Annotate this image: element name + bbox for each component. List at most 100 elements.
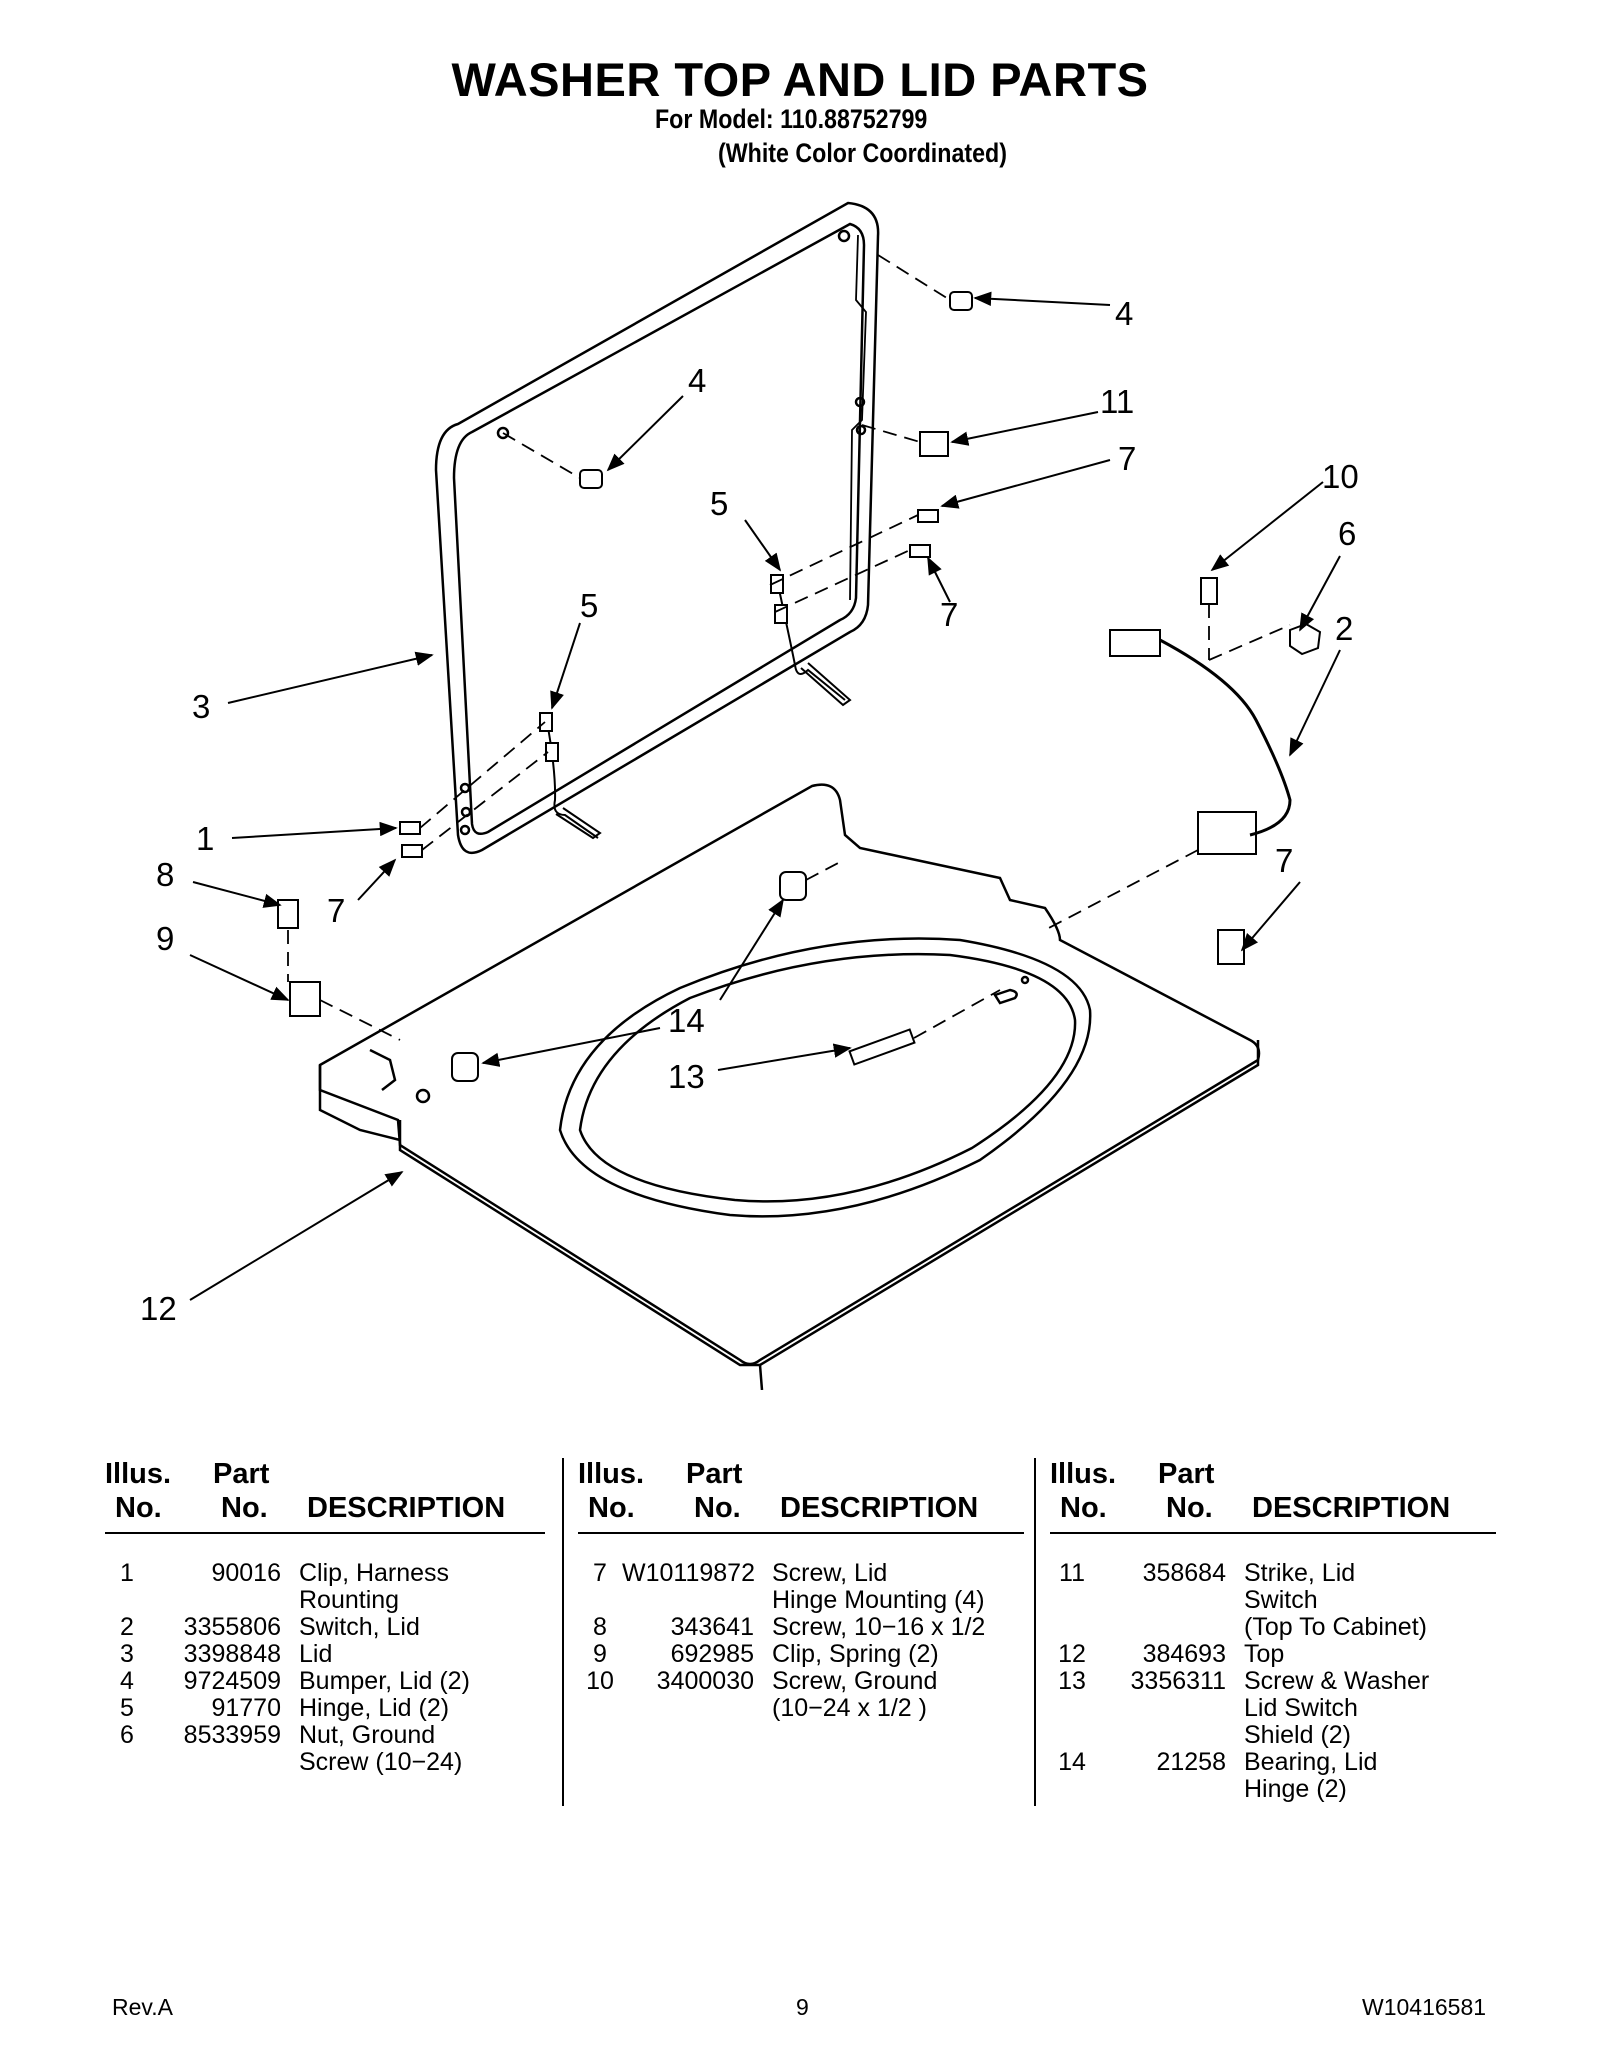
screw-7d [401,844,423,858]
part-number: 90016 [211,1559,281,1587]
illus-number: 7 [593,1559,607,1587]
table-header: Illus. No. Part No. DESCRIPTION [1050,1458,1496,1534]
callout-12: 12 [140,1290,177,1327]
part-number: 358684 [1142,1559,1226,1587]
table-header: Illus. No. Part No. DESCRIPTION [578,1458,1024,1534]
bumper-4-lower [579,469,603,489]
callout-7-b: 7 [940,596,958,633]
screw-7c [399,821,421,835]
part-number: 3400030 [656,1667,754,1695]
part-description: Screw, 10−16 x 1/2 [772,1613,986,1641]
callout-13: 13 [668,1058,705,1095]
callout-5-b: 5 [580,587,598,624]
color-note: (White Color Coordinated) [718,138,1007,168]
table-row: 8 343641 Screw, 10−16 x 1/2 [578,1614,1024,1641]
callout-4-a: 4 [1115,295,1133,332]
nut-6 [1289,622,1322,656]
model-number: For Model: 110.88752799 [655,104,928,134]
illus-number: 8 [593,1613,607,1641]
part-description: Switch, Lid [299,1613,420,1641]
table-row: 14 21258 Bearing, Lid Hinge (2) [1050,1749,1496,1803]
part-description: Screw & Washer Lid Switch Shield (2) [1244,1667,1430,1749]
lid-part [434,201,880,855]
illus-number: 14 [1058,1748,1086,1776]
bearing-14-left [451,1052,479,1082]
screw-7a [917,509,939,523]
lid-hinge-left [539,712,602,840]
table-row: 13 3356311 Screw & Washer Lid Switch Shiel… [1050,1668,1496,1749]
part-number: W10119872 [622,1559,755,1587]
illus-number: 5 [120,1694,134,1722]
part-number: 3355806 [183,1613,281,1641]
part-number: 21258 [1156,1748,1226,1776]
illus-number: 9 [593,1640,607,1668]
callout-3: 3 [192,688,210,725]
assembly-lines [287,254,1291,1041]
illus-number: 1 [120,1559,134,1587]
illus-number: 2 [120,1613,134,1641]
screw-10 [1200,577,1218,605]
part-description: Top [1244,1640,1285,1668]
callout-1: 7 [1275,842,1293,879]
table-row: 2 3355806 Switch, Lid [105,1614,545,1641]
part-description: Bearing, Lid Hinge (2) [1244,1748,1378,1803]
illus-number: 13 [1058,1667,1086,1695]
harness-clip-1 [1217,929,1245,965]
illus-number: 6 [120,1721,134,1749]
callout-arrows [189,291,1341,1301]
part-number: 91770 [211,1694,281,1722]
parts-table-2: Illus. No. Part No. DESCRIPTION 7 W101198… [578,1458,1024,1722]
callout-11: 11 [1100,383,1134,420]
page-title: WASHER TOP AND LID PARTS [451,53,1149,106]
callout-10: 10 [1322,458,1359,495]
part-description: Clip, Harness Rounting [299,1559,450,1614]
table-row: 9 692985 Clip, Spring (2) [578,1641,1024,1668]
part-description: Lid [299,1640,333,1668]
strike-11 [919,431,949,457]
part-number: 343641 [670,1613,754,1641]
part-number: 692985 [670,1640,754,1668]
screw-7b [909,544,931,558]
table-row: 1 90016 Clip, Harness Rounting [105,1560,545,1614]
bearing-14-right [779,871,807,901]
document-number: W10416581 [1362,1994,1487,2020]
part-description: Bumper, Lid (2) [299,1667,470,1695]
lid-hinge-right [770,574,852,707]
callout-8: 8 [156,856,174,893]
illus-number: 10 [586,1667,614,1695]
illus-number: 12 [1058,1640,1086,1668]
part-number: 384693 [1142,1640,1226,1668]
part-number: 3356311 [1130,1667,1226,1695]
part-description: Clip, Spring (2) [772,1640,939,1668]
part-description: Hinge, Lid (2) [299,1694,450,1722]
page-number: 9 [796,1994,809,2020]
exploded-parts-diagram: 4 4 11 7 10 5 6 7 2 5 3 7 1 8 7 9 14 13 … [140,201,1359,1390]
clip-9 [289,981,321,1017]
callout-7-d: 7 [327,892,345,929]
small-parts [277,291,1322,1082]
callout-4-b: 4 [688,362,706,399]
part-number: 9724509 [183,1667,281,1695]
callout-9: 9 [156,920,174,957]
callout-7-c: 1 [196,820,214,857]
screw-13 [848,1028,916,1066]
part-description: Nut, Ground Screw (10−24) [299,1721,463,1776]
callout-2: 2 [1335,610,1353,647]
part-number: 3398848 [183,1640,281,1668]
revision-label: Rev.A [112,1994,173,2020]
part-description: Strike, Lid Switch (Top To Cabinet) [1244,1559,1427,1641]
part-description: Screw, Lid Hinge Mounting (4) [772,1559,985,1614]
switch-harness-wire [1159,638,1292,837]
callout-14: 14 [668,1002,705,1039]
callout-6: 6 [1338,515,1356,552]
column-divider [1034,1458,1036,1806]
